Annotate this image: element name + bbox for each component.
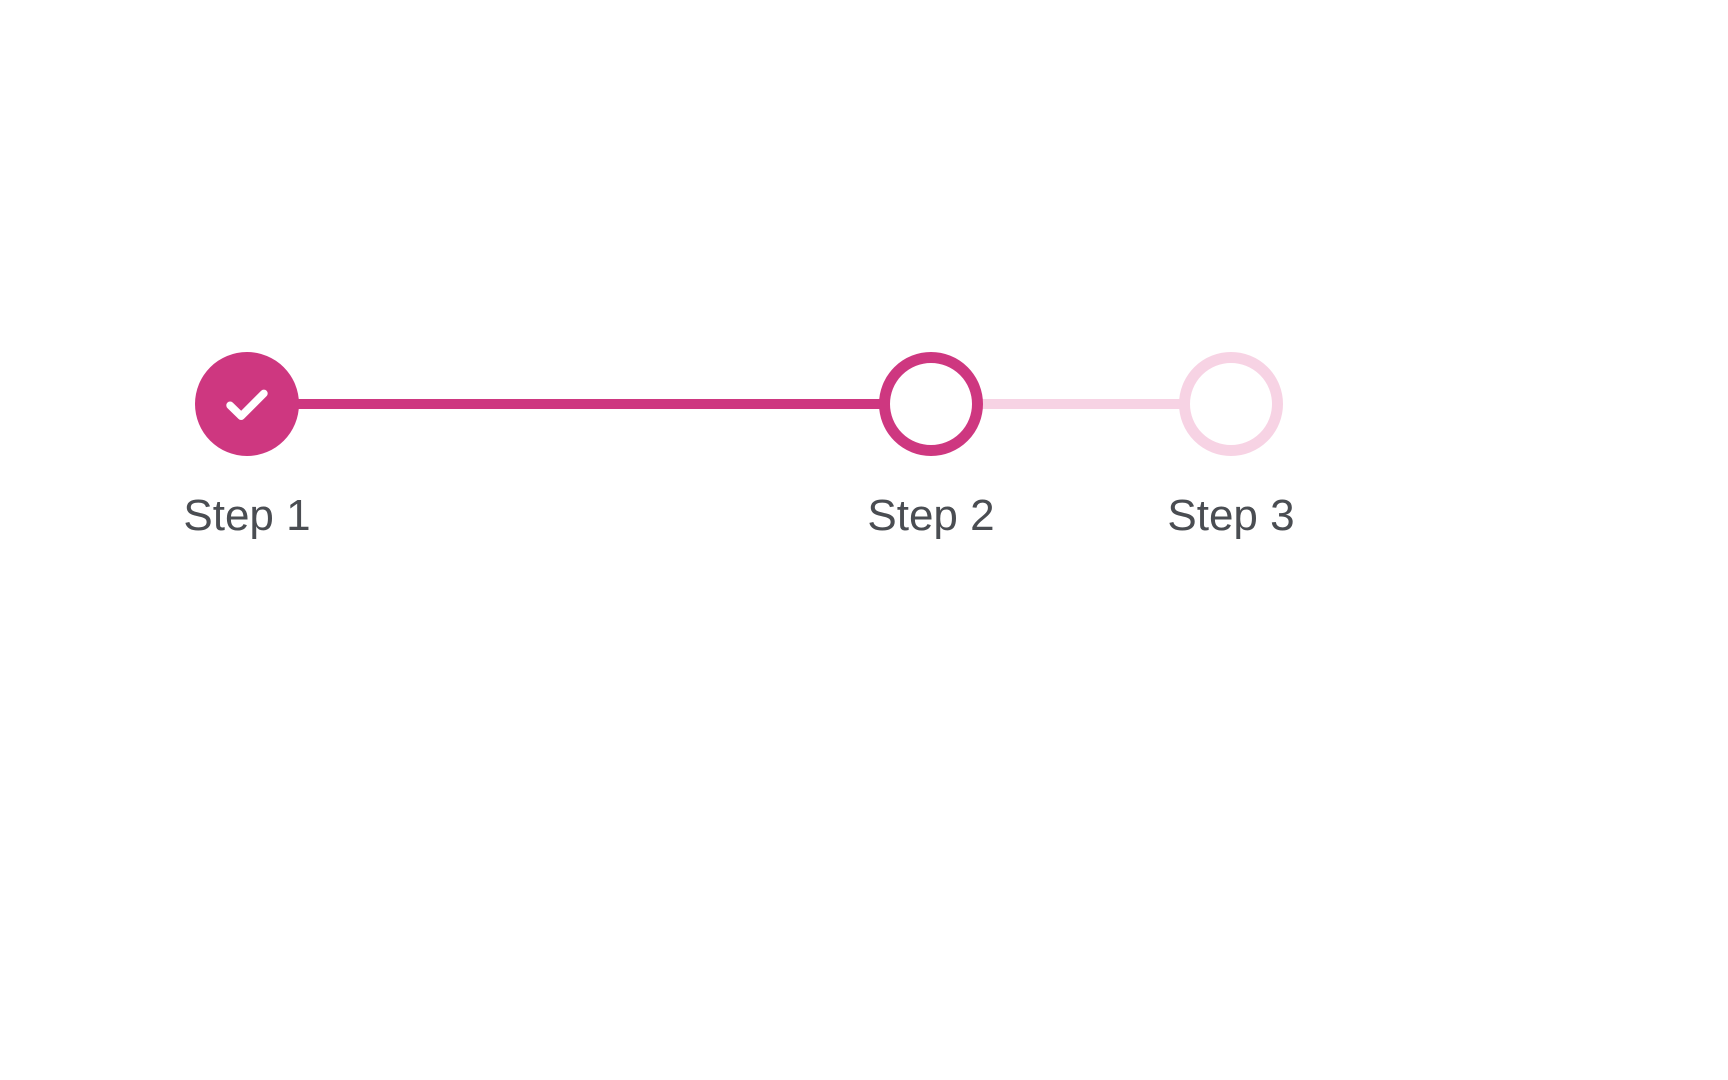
step-node-3[interactable]: [1179, 352, 1283, 456]
connector-step2-step3: [931, 399, 1231, 409]
stepper-labels: Step 1 Step 2 Step 3: [183, 352, 1294, 572]
step-label-3: Step 3: [1167, 491, 1295, 540]
check-icon: [226, 389, 268, 420]
step-label-2: Step 2: [867, 491, 995, 540]
step-node-1[interactable]: [195, 352, 299, 456]
stepper-track: [195, 352, 1283, 456]
connector-step1-step2: [247, 399, 931, 409]
step-node-2[interactable]: [879, 352, 983, 456]
progress-stepper: Step 1 Step 2 Step 3: [183, 352, 1295, 572]
step-label-1: Step 1: [183, 491, 311, 540]
